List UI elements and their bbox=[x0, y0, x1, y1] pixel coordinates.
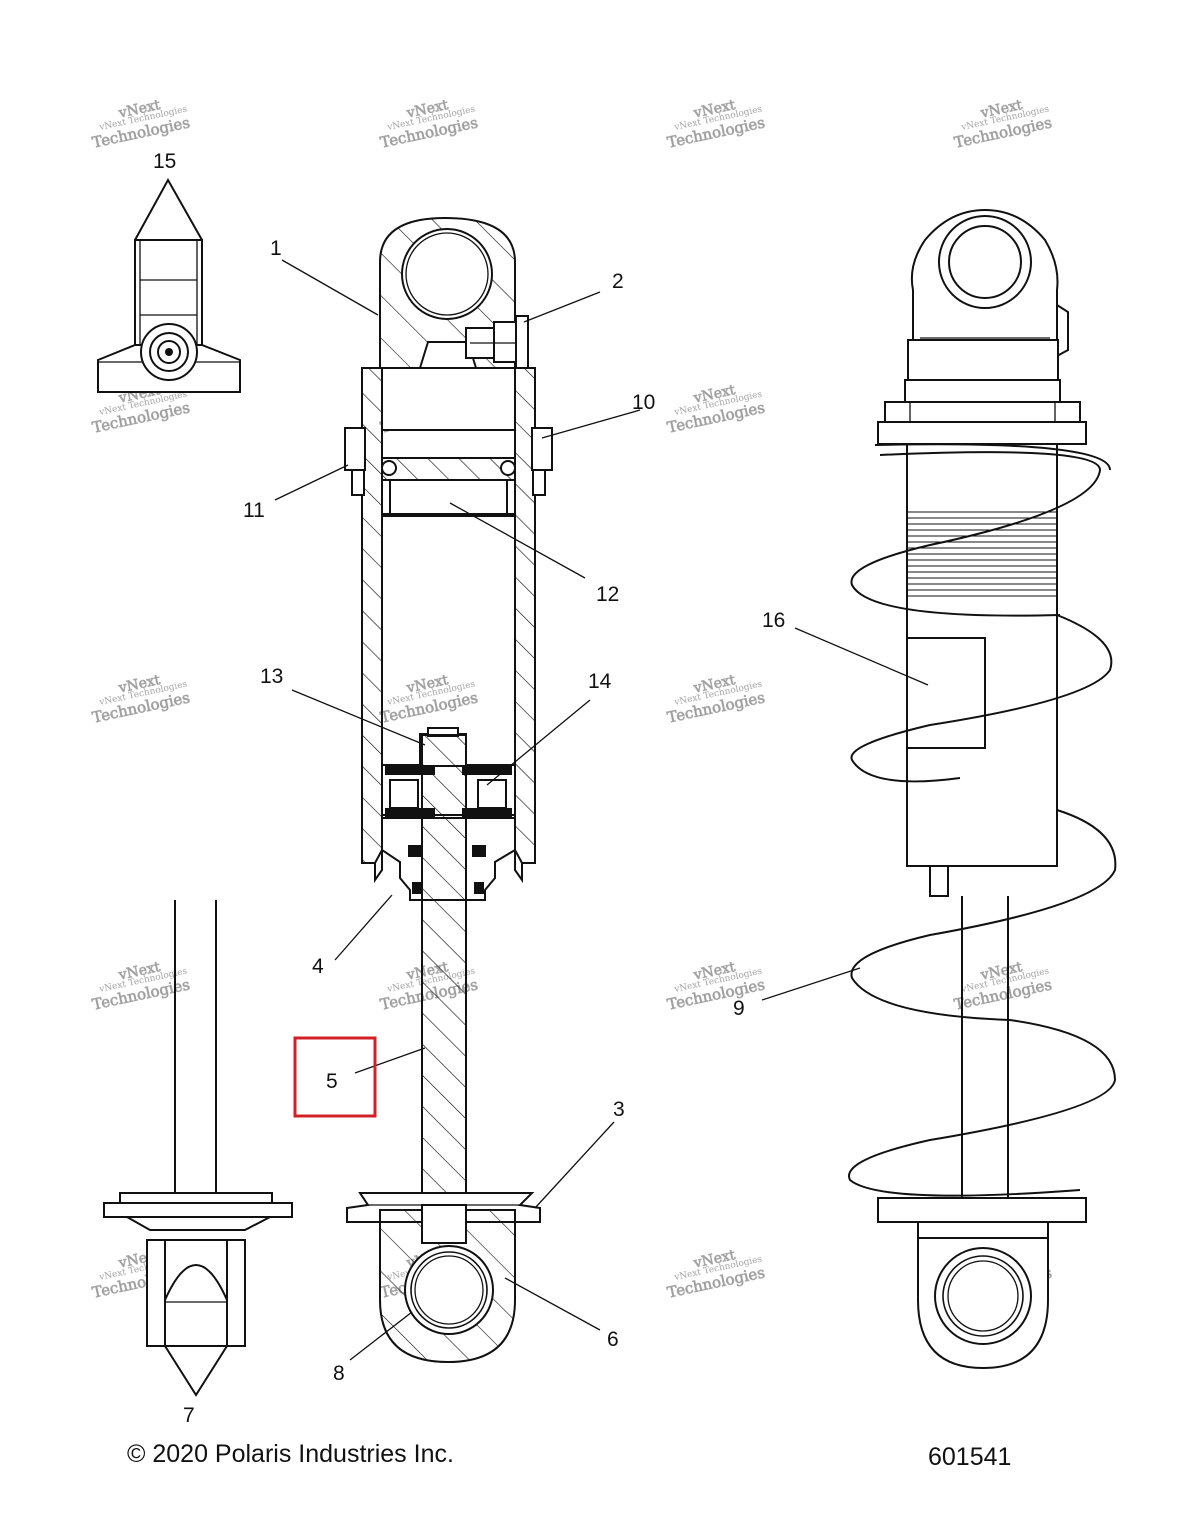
callout-15[interactable]: 15 bbox=[153, 150, 176, 173]
callout-labels: 1 2 3 4 5 6 7 8 9 10 11 12 13 14 15 16 bbox=[153, 150, 785, 1427]
callout-9[interactable]: 9 bbox=[733, 997, 745, 1020]
callout-11[interactable]: 11 bbox=[243, 499, 265, 522]
callout-4[interactable]: 4 bbox=[312, 955, 324, 978]
callout-6[interactable]: 6 bbox=[607, 1328, 619, 1351]
shock-cross-section bbox=[344, 216, 553, 1364]
detail-view-top-mount bbox=[97, 177, 241, 393]
coil-spring bbox=[848, 443, 1117, 1197]
callout-1[interactable]: 1 bbox=[270, 237, 282, 260]
threaded-section bbox=[907, 511, 1057, 597]
callout-14[interactable]: 14 bbox=[588, 670, 612, 693]
leader-lines bbox=[274, 259, 929, 1361]
callout-5-highlight-box[interactable] bbox=[293, 1036, 377, 1118]
callout-5[interactable]: 5 bbox=[326, 1070, 338, 1093]
copyright-text: © 2020 Polaris Industries Inc. bbox=[127, 1440, 454, 1468]
callout-2[interactable]: 2 bbox=[612, 270, 624, 293]
callout-8[interactable]: 8 bbox=[333, 1362, 345, 1385]
detail-view-bottom-mount bbox=[103, 900, 293, 1397]
callout-16[interactable]: 16 bbox=[762, 609, 785, 632]
callout-10[interactable]: 10 bbox=[632, 391, 655, 414]
callout-7[interactable]: 7 bbox=[183, 1404, 195, 1427]
callout-12[interactable]: 12 bbox=[596, 583, 619, 606]
shock-assembled-view bbox=[848, 208, 1117, 1370]
callout-3[interactable]: 3 bbox=[613, 1098, 625, 1121]
callout-13[interactable]: 13 bbox=[260, 665, 283, 688]
drawing-number: 601541 bbox=[928, 1443, 1011, 1471]
